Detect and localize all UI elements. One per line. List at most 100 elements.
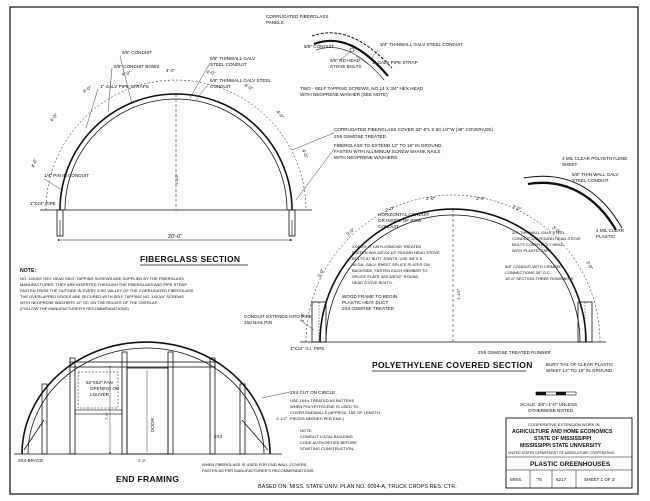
thinwall-2-line-2: CONDUIT xyxy=(210,84,231,89)
thinwall-right-line-1: 3/4" THINWALL GALV STEEL xyxy=(512,230,566,235)
note-block: NOTE: NO. 14X3/4" HEX HEAD SELF-TAPPING … xyxy=(20,268,194,311)
consult-line-3: CODE AUTHORITIES BEFORE xyxy=(300,440,357,445)
rd-head-line-2: STOVE BOLTS xyxy=(330,64,362,69)
conduit-bows-label: 5/8" CONDUIT BOWS xyxy=(114,64,159,69)
corr-panels-line-2: PANELS xyxy=(266,20,284,25)
arc-dim-8: 4'-0" xyxy=(275,109,285,120)
lath-line-1: 2X4X10'-0" LATH-OSMOSE TREATED xyxy=(352,244,421,249)
pipe-label: 1"X24" PIPE xyxy=(30,201,56,206)
battens-line-3: COVER ENDWALLS (APPROX. 150' OF LENGTH xyxy=(290,410,380,415)
drawing-title: PLASTIC GREENHOUSES xyxy=(530,461,611,468)
cut-label: 2X4 CUT ON CIRCLE xyxy=(290,390,335,395)
stud-2 xyxy=(69,357,76,455)
corr-cover-label: CORRUGATED FIBERGLASS COVER 33"-6"L X 50… xyxy=(334,127,493,132)
lath-line-4: 16 GA. GALV. SHEET SPLICE PLATES ON xyxy=(352,262,430,267)
end-framing: 7'-0" 2'-9" 1'-1/2" 52"X52" FAN OPENING … xyxy=(14,341,380,484)
rd-head-line-1: 5/8" RD HEAD xyxy=(330,58,361,63)
fiberglass-height-dim: 1'-1/2" xyxy=(174,173,179,185)
poly-arc-dim-6: 3'-0" xyxy=(512,204,523,212)
arc-dim-5: 4'-0" xyxy=(166,68,176,73)
fan-line-2: OPENING OR xyxy=(90,386,120,391)
detail-clear-line-2: SHEET xyxy=(562,162,578,167)
pin-label: 1/4" PIN IN CONDUIT xyxy=(44,173,89,178)
note-line-1: NO. 14X3/4" HEX HEAD SELF-TAPPING SCREWS… xyxy=(20,276,184,281)
crimped-line-3: 10'-0" SECTION-THREE ROWS/BOW xyxy=(505,276,573,281)
conduit-label: 5/8" CONDUIT xyxy=(122,50,152,55)
fiberglass-section-title: FIBERGLASS SECTION xyxy=(140,254,240,264)
fiberglass-section: 20'-0" 1'-1/2" 4'-0" 4'-0" 4'-0" 4'-0" 4… xyxy=(30,50,312,266)
usda-line: UNITED STATES DEPARTMENT OF AGRICULTURE … xyxy=(508,451,615,455)
battens-line-2: WHEN POLYETHYLENE IS USED TO xyxy=(290,404,358,409)
lath-line-5: BACKSIDE. FASTEN EACH MEMBER TO xyxy=(352,268,427,273)
fan-line-3: LOUVER xyxy=(90,392,110,397)
brace-label: 2X4 BRACE xyxy=(18,458,43,463)
footer-reference: BASED ON: MISS. STATE UNIV. PLAN NO. 609… xyxy=(258,484,457,490)
horizontal-line-3: CONDUIT xyxy=(378,224,399,229)
wood-frame-line-1: WOOD FRAME TO BEGIN xyxy=(342,294,397,299)
detail-thinwall-line-2: STEEL CONDUIT xyxy=(572,178,609,183)
coop-line-3: STATE OF MISSISSIPPI xyxy=(534,436,592,442)
scale-line-2: OTHERWISE NOTED. xyxy=(528,408,574,413)
osmose-label: 2X6 OSMOSE TREATED xyxy=(334,134,387,139)
end-arch-inner xyxy=(27,347,265,455)
note-line-6: (FOLLOW THE MANUFACTURER'S RECOMMENDATIO… xyxy=(20,306,130,311)
arc-dim-4: 4'-0" xyxy=(121,70,131,77)
poly-arc-dim-2: 3'-0" xyxy=(345,227,356,237)
detail-thinwall-label: 3/4" THINWALL GALV STEEL CONDUIT xyxy=(380,42,463,47)
note-heading: NOTE: xyxy=(20,268,36,274)
end-arch-outer xyxy=(21,341,271,455)
detail-sheet xyxy=(523,175,623,229)
poly-arc-dim-7: 3'-0" xyxy=(551,225,562,235)
lath-line-2: FASTEN W/6-3/8"X4 1/2" ROUND HEAD STOVE xyxy=(352,250,440,255)
fiberglass-detail: CORRUGATED FIBERGLASS PANELS 5/8" CONDUI… xyxy=(266,14,493,201)
runner-label: 2X6 OSMOSE TREATED RUNNER xyxy=(478,350,552,355)
top-header xyxy=(69,361,216,368)
horizontal-line-1: HORIZONTAL CONDUIT xyxy=(378,212,429,217)
two-by-four-label: 2X4 xyxy=(214,434,223,439)
galv-pipe-strap-label: 1" GALV PIPE STRAP xyxy=(372,60,418,65)
detail-thinwall-line-1: 5/8" THIN WALL GALV xyxy=(572,172,619,177)
gi-pipe-label: 1"X24" G.I. PIPE xyxy=(290,346,324,351)
lath-line-3: BOLTS AT BUTT JOINTS, USE 3/8"X 6 xyxy=(352,256,423,261)
fiberglass-width-dim: 20'-0" xyxy=(168,234,182,240)
plan-number: 6217 xyxy=(556,477,567,482)
thinwall-1-line-2: STEEL CONDUIT xyxy=(210,62,247,67)
door-label: DOOR xyxy=(150,418,155,432)
drawing-border xyxy=(9,6,639,495)
thinwall-2-line-1: 5/8" THINWALL GALV STEEL xyxy=(210,78,272,83)
stud-6 xyxy=(239,383,246,455)
thinwall-right-line-2: CONDUIT 3/4" ROUND HEAD STOVE xyxy=(512,236,581,241)
note-line-3: FASTEN FROM THE OUTSIDE IN EVERY 3 RD VA… xyxy=(20,288,194,293)
door-frame xyxy=(126,367,169,455)
arc-dim-2: 4'-0" xyxy=(49,112,59,123)
poly-arc-dim-1: 3'-0" xyxy=(316,268,325,279)
title-box xyxy=(505,417,633,489)
note-line-4: THE OVERLAPPED EDGES ARE SECURED WITH SE… xyxy=(20,294,184,299)
fiberglass-end-line-1: WHEN FIBERGLASS IS USED FOR END WALL COV… xyxy=(202,462,308,467)
conduit-extends-line-2: 16d NAIL PIN xyxy=(244,320,272,325)
sheet-number: SHEET 1 OF 2 xyxy=(584,477,615,482)
polyethylene-section: 1'-1/2" 1'-0" 3'-0" 3'-0" 2'-0" 2'-0" 2'… xyxy=(244,194,625,373)
poly-arc-dim-5: 2'-0" xyxy=(476,196,486,201)
note-line-2: MANUFACTURER. THEY ARE INSERTED THROUGH … xyxy=(20,282,188,287)
detail-conduit-label: 5/8" CONDUIT xyxy=(304,44,334,49)
thinwall-1-line-1: 5/8" THINWALL GALV xyxy=(210,56,256,61)
end-side-dim: 1'-1/2" xyxy=(276,416,288,421)
extend-line-1: FIBERGLASS TO EXTEND 12" TO 18" IN GROUN… xyxy=(334,143,443,148)
extend-line-2: FASTEN WITH ALUMINUM SCREW SHANK NAILS xyxy=(334,149,440,154)
polyethylene-section-title: POLYETHYLENE COVERED SECTION xyxy=(372,360,533,370)
scale-line-1: SCALE: 3/8"=1'-0" UNLESS xyxy=(520,402,577,407)
strap-label: 1" GALV PIPE STRAPS xyxy=(100,84,149,89)
thinwall-right-line-4: WITH PLASTIC TAPE xyxy=(512,248,552,253)
fan-header xyxy=(74,409,123,415)
battens-line-4: PIECES NEEDED PER END.) xyxy=(290,416,344,421)
state-code: MISS. xyxy=(510,477,523,482)
scale-bar xyxy=(535,391,577,396)
bury-line-2: SHEET 12" TO 18" IN GROUND. xyxy=(546,368,614,373)
crimped-line-2: CONNECTIONS 30" O.C. xyxy=(505,270,551,275)
consult-line-2: CONSULT LOCAL BUILDING xyxy=(300,434,353,439)
horizontal-line-2: OR INSIDE OF BOW xyxy=(378,218,422,223)
fiberglass-dim-arc xyxy=(45,79,307,211)
extend-line-3: WITH NEOPRENE WASHERS. xyxy=(334,155,398,160)
